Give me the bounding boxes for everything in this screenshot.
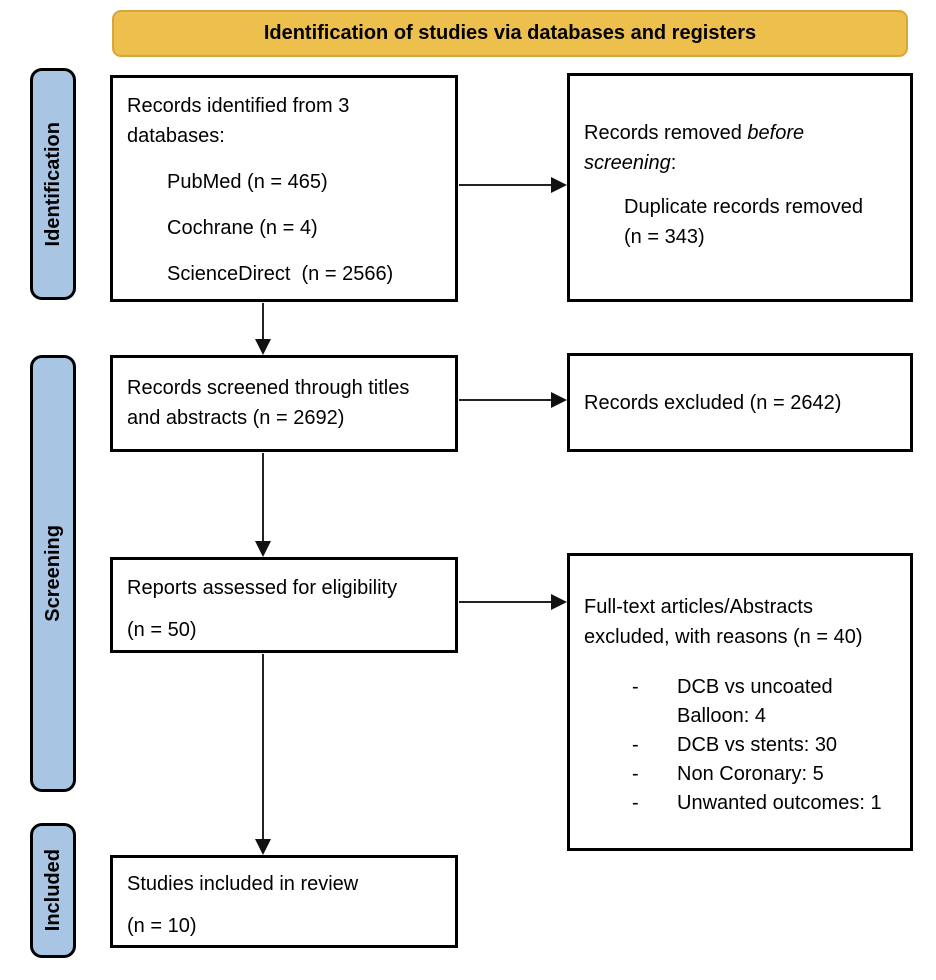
dash-bullet-icon: - [632,763,639,785]
exclusion-reason-text: Non Coronary: 5 [677,763,824,785]
records-screened-line2: and abstracts (n = 2692) [127,407,345,429]
database-count-sciencedirect: ScienceDirect (n = 2566) [167,263,394,285]
arrow-down-icon [255,654,271,855]
records-excluded-box: Records excluded (n = 2642) [567,353,913,452]
records-identified-intro-line1: Records identified from 3 [127,95,350,117]
arrow-right-icon [459,177,567,193]
studies-included-box: Studies included in review (n = 10) [110,855,458,948]
exclusion-reason-item: - Unwanted outcomes: 1 [632,789,896,818]
exclusion-reason-text: Unwanted outcomes: 1 [677,792,882,814]
stage-label-identification-text: Identification [41,121,64,247]
reports-assessed-box: Reports assessed for eligibility (n = 50… [110,557,458,653]
records-removed-colon: : [670,152,677,174]
fulltext-excluded-heading-line1: Full-text articles/Abstracts [584,596,813,618]
stage-label-included: Included [30,823,76,958]
exclusion-reason-item: - DCB vs uncoated Balloon: 4 [632,673,896,731]
duplicate-records-line2: (n = 343) [624,226,705,248]
stage-label-included-text: Included [41,849,64,932]
studies-included-line2: (n = 10) [127,915,197,937]
database-count-pubmed: PubMed (n = 465) [167,171,328,193]
exclusion-reason-list: - DCB vs uncoated Balloon: 4 - DCB vs st… [584,673,896,818]
exclusion-reason-text: DCB vs uncoated Balloon: 4 [677,676,833,727]
reports-assessed-line1: Reports assessed for eligibility [127,577,398,599]
records-excluded-text: Records excluded (n = 2642) [584,391,842,414]
stage-label-screening: Screening [30,355,76,792]
studies-included-line1: Studies included in review [127,873,359,895]
arrow-down-icon [255,303,271,355]
fulltext-excluded-heading: Full-text articles/Abstracts excluded, wi… [584,592,896,652]
fulltext-excluded-heading-line2: excluded, with reasons (n = 40) [584,626,863,648]
arrow-down-icon [255,453,271,557]
stage-label-screening-text: Screening [41,525,64,622]
exclusion-reason-item: - Non Coronary: 5 [632,760,896,789]
records-identified-intro: Records identified from 3 databases: [127,91,441,151]
dash-bullet-icon: - [632,734,639,756]
dash-bullet-icon: - [632,792,639,814]
records-identified-intro-line2: databases: [127,125,225,147]
records-identified-box: Records identified from 3 databases: PubM… [110,75,458,302]
records-removed-box: Records removed before screening: Duplica… [567,73,913,302]
duplicate-records-line1: Duplicate records removed [624,196,863,218]
records-removed-heading: Records removed before screening: [584,118,896,178]
title-banner: Identification of studies via databases … [112,10,908,57]
exclusion-reason-item: - DCB vs stents: 30 [632,731,896,760]
records-screened-box: Records screened through titles and abstr… [110,355,458,452]
records-screened-line1: Records screened through titles [127,377,410,399]
records-removed-italic-screening: screening [584,152,671,174]
stage-label-identification: Identification [30,68,76,300]
arrow-right-icon [459,594,567,610]
fulltext-excluded-box: Full-text articles/Abstracts excluded, wi… [567,553,913,851]
exclusion-reason-text: DCB vs stents: 30 [677,734,838,756]
duplicate-records-detail: Duplicate records removed (n = 343) [624,192,896,252]
dash-bullet-icon: - [632,676,639,698]
reports-assessed-line2: (n = 50) [127,619,197,641]
records-screened-text: Records screened through titles and abstr… [127,373,441,433]
records-removed-italic-before: before [747,122,805,144]
arrow-right-icon [459,392,567,408]
database-count-cochrane: Cochrane (n = 4) [167,217,318,239]
records-removed-prefix: Records removed [584,122,748,144]
